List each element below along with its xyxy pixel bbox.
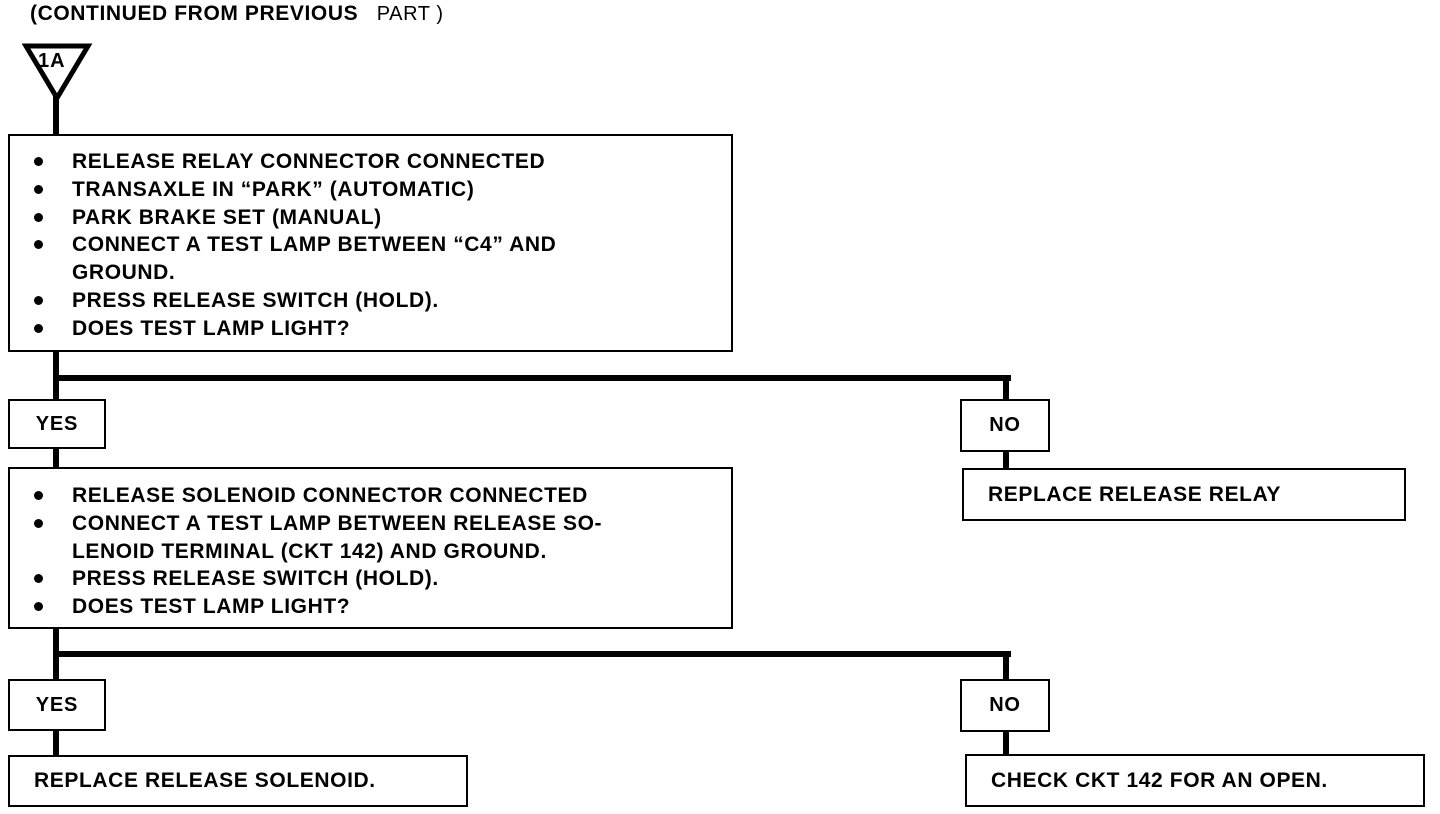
flow-line [53,447,59,469]
step1-yes-label: YES [35,412,79,435]
step2-item: RELEASE SOLENOID CONNECTOR CONNECTED [10,482,731,510]
check-ckt-text: CHECK CKT 142 FOR AN OPEN. [991,768,1328,792]
step1-box: RELEASE RELAY CONNECTOR CONNECTED TRANSA… [8,134,733,352]
connector-triangle-icon [22,43,93,103]
flow-line [53,651,1011,657]
continuation-header: (CONTINUED FROM PREVIOUS PART ) [30,2,444,26]
step2-yes-box: YES [8,679,106,731]
step2-item: DOES TEST LAMP LIGHT? [10,593,731,621]
step1-no-box: NO [960,399,1050,452]
flow-line [1003,375,1009,401]
continuation-header-main: (CONTINUED FROM PREVIOUS [30,2,359,25]
step1-no-label: NO [989,414,1021,436]
step1-item-continuation: GROUND. [72,261,176,285]
step2-box: RELEASE SOLENOID CONNECTOR CONNECTED CON… [8,467,733,629]
step2-list: RELEASE SOLENOID CONNECTOR CONNECTED CON… [10,482,731,621]
step1-item: TRANSAXLE IN “PARK” (AUTOMATIC) [10,176,731,204]
step2-no-box: NO [960,679,1050,732]
step1-list: RELEASE RELAY CONNECTOR CONNECTED TRANSA… [10,148,731,343]
connector-label: 1A [38,50,66,72]
replace-relay-box: REPLACE RELEASE RELAY [962,468,1406,521]
step1-item: PRESS RELEASE SWITCH (HOLD). [10,287,731,315]
flow-line [53,375,1011,381]
replace-solenoid-box: REPLACE RELEASE SOLENOID. [8,755,468,807]
step2-no-label: NO [989,694,1021,716]
flow-line [53,729,59,757]
check-ckt-box: CHECK CKT 142 FOR AN OPEN. [965,754,1425,807]
step1-item: DOES TEST LAMP LIGHT? [10,315,731,343]
step1-yes-box: YES [8,399,106,449]
step1-item: CONNECT A TEST LAMP BETWEEN “C4” AND [10,231,731,259]
replace-solenoid-text: REPLACE RELEASE SOLENOID. [34,769,376,792]
step2-item: CONNECT A TEST LAMP BETWEEN RELEASE SO- [10,510,731,538]
step1-item: RELEASE RELAY CONNECTOR CONNECTED [10,148,731,176]
step2-yes-label: YES [35,693,79,716]
replace-relay-text: REPLACE RELEASE RELAY [988,482,1282,506]
step1-item: PARK BRAKE SET (MANUAL) [10,204,731,232]
flow-line [53,96,59,136]
step2-item-continuation: LENOID TERMINAL (CKT 142) AND GROUND. [72,539,547,563]
flow-line [1003,450,1009,470]
flow-line [1003,730,1009,756]
step2-item: PRESS RELEASE SWITCH (HOLD). [10,565,731,593]
continuation-header-part: PART ) [376,3,444,25]
flow-line [1003,651,1009,681]
